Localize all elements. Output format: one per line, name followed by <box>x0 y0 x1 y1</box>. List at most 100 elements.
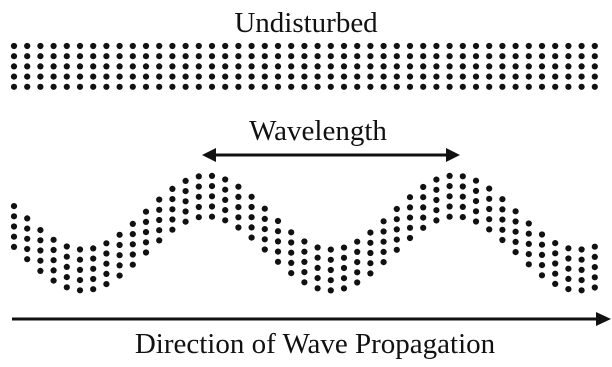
wavelength-arrow <box>202 148 460 162</box>
wave-dot <box>314 264 321 271</box>
undisturbed-dot <box>591 53 598 60</box>
wave-dot <box>90 286 97 293</box>
wave-dot <box>208 203 216 210</box>
wave-dot <box>195 173 202 180</box>
undisturbed-dot <box>208 83 216 90</box>
undisturbed-dot <box>103 73 110 80</box>
undisturbed-dot <box>116 42 123 50</box>
wave-dot <box>565 265 572 272</box>
undisturbed-dot <box>459 83 466 90</box>
wave-dot <box>248 234 255 241</box>
wave-dot <box>327 266 334 274</box>
wave-dot <box>208 183 216 190</box>
wave-dot <box>340 285 348 292</box>
undisturbed-dot <box>103 53 110 60</box>
wave-dot <box>486 185 493 192</box>
undisturbed-dot <box>63 83 70 90</box>
wave-dot <box>420 194 427 201</box>
undisturbed-label: Undisturbed <box>234 7 378 39</box>
undisturbed-dot <box>512 83 519 90</box>
wave-dot <box>63 243 70 250</box>
undisturbed-dot <box>525 63 532 70</box>
undisturbed-dot <box>195 42 202 50</box>
undisturbed-dot <box>142 42 150 50</box>
wave-dot <box>393 205 400 213</box>
wave-dot <box>50 246 57 254</box>
wave-dot <box>578 256 585 263</box>
undisturbed-dot <box>182 63 189 70</box>
undisturbed-dot <box>591 42 598 50</box>
wave-dot <box>195 183 202 190</box>
wave-dot <box>486 216 493 223</box>
wave-dot <box>446 172 453 179</box>
undisturbed-dot <box>274 53 282 60</box>
undisturbed-dot <box>76 53 84 60</box>
undisturbed-dot <box>208 63 216 70</box>
undisturbed-dot <box>24 53 31 60</box>
wave-dot <box>142 239 150 246</box>
undisturbed-dot <box>340 63 348 70</box>
wave-dot <box>472 187 480 194</box>
wave-dot <box>182 177 189 184</box>
wave-dot <box>195 193 202 200</box>
wave-dot <box>156 206 163 213</box>
undisturbed-dot <box>525 42 532 50</box>
undisturbed-dot <box>393 63 400 70</box>
wave-dot <box>10 223 18 230</box>
wave-dot <box>288 259 295 266</box>
undisturbed-dot <box>327 63 334 70</box>
undisturbed-dot <box>552 73 559 80</box>
undisturbed-dot <box>591 83 598 90</box>
wave-dot <box>235 224 242 231</box>
wave-dot <box>274 248 282 255</box>
wave-dot <box>301 279 308 286</box>
wave-dot <box>459 173 466 180</box>
undisturbed-dot <box>50 42 57 50</box>
wave-dot <box>525 251 532 258</box>
wave-dot <box>472 198 480 205</box>
undisturbed-dot <box>512 42 519 50</box>
undisturbed-dot <box>525 83 532 90</box>
wave-dot <box>222 196 229 203</box>
undisturbed-dot <box>565 83 572 90</box>
undisturbed-dot <box>327 83 334 90</box>
undisturbed-dot <box>235 63 242 70</box>
wave-dot <box>446 183 453 190</box>
wave-dot <box>327 256 334 263</box>
wave-dot <box>235 214 242 221</box>
wave-dot <box>327 287 334 294</box>
wave-dot <box>169 196 176 203</box>
undisturbed-dot <box>446 63 453 70</box>
wave-dot <box>565 286 572 293</box>
undisturbed-dot <box>24 63 31 70</box>
wave-dot <box>288 239 295 246</box>
undisturbed-dot <box>472 73 480 80</box>
undisturbed-dot <box>10 73 18 80</box>
wave-dot <box>116 231 123 238</box>
undisturbed-dot <box>406 73 414 80</box>
undisturbed-dot <box>367 63 374 70</box>
wave-dot <box>235 204 242 211</box>
wave-dot <box>367 239 374 246</box>
undisturbed-dot <box>10 83 18 90</box>
wave-dot <box>512 208 519 215</box>
wave-dot <box>591 253 598 260</box>
undisturbed-dot <box>142 63 150 70</box>
undisturbed-dot <box>156 63 163 70</box>
undisturbed-dot <box>182 42 189 50</box>
wave-dot <box>314 275 321 282</box>
wave-dot <box>76 246 84 253</box>
undisturbed-dot <box>380 53 387 60</box>
undisturbed-dot <box>406 63 414 70</box>
wave-dot <box>129 251 136 258</box>
undisturbed-dot <box>274 42 282 50</box>
wave-dot <box>195 203 202 211</box>
undisturbed-dot <box>420 83 427 90</box>
wave-dot <box>420 214 427 221</box>
undisturbed-dot <box>393 83 400 90</box>
undisturbed-dot <box>63 73 70 80</box>
wave-dot <box>446 203 453 210</box>
wave-dot <box>486 195 493 202</box>
wave-dot <box>459 183 466 190</box>
undisturbed-dot <box>156 83 163 90</box>
